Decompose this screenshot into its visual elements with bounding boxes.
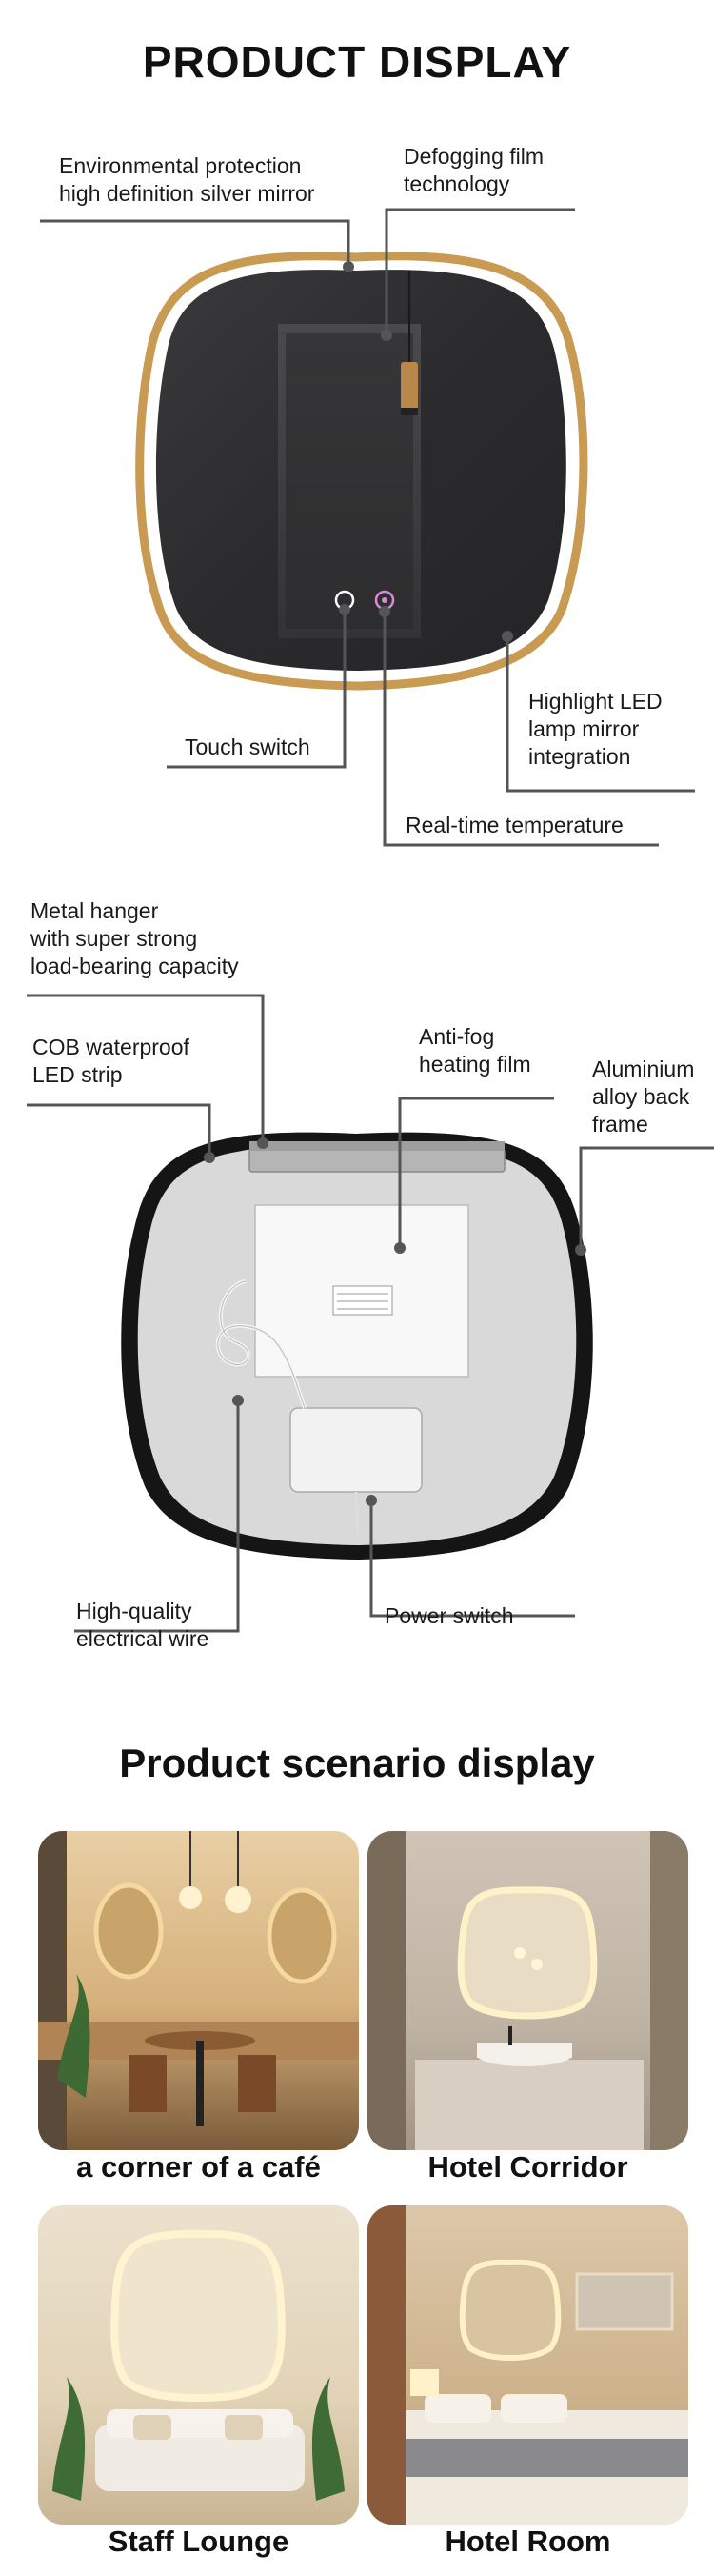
scenario-title: Product scenario display (119, 1741, 595, 1785)
label-defogging-film: Defogging film technology (404, 144, 545, 196)
scenario-hotel-corridor-image (367, 1831, 688, 2150)
scenario-hotel-room-caption: Hotel Room (445, 2525, 611, 2558)
label-anti-fog-film: Anti-fog heating film (419, 1024, 531, 1077)
scenario-staff-lounge-caption: Staff Lounge (108, 2525, 289, 2558)
back-callout-lines (27, 994, 714, 1633)
label-silver-mirror: Environmental protection high definition… (59, 153, 315, 206)
label-cob-led-strip: COB waterproof LED strip (32, 1035, 189, 1087)
label-metal-hanger: Metal hanger with super strong load-bear… (30, 898, 239, 978)
label-electrical-wire: High-quality electrical wire (76, 1599, 209, 1651)
label-realtime-temperature: Real-time temperature (406, 813, 624, 837)
scenario-cafe-caption: a corner of a café (76, 2150, 321, 2184)
scenario-cafe-image (38, 1831, 359, 2150)
scenario-hotel-corridor-caption: Hotel Corridor (427, 2150, 628, 2184)
scenario-staff-lounge-image (38, 2205, 359, 2525)
front-callout-lines (40, 208, 695, 847)
label-touch-switch: Touch switch (185, 735, 310, 759)
front-mirror-illustration (135, 252, 588, 691)
pendant-lamp (401, 362, 418, 415)
front-mirror-gold-frame (135, 252, 588, 691)
scenario-hotel-room-image (367, 2205, 688, 2525)
product-display-title: PRODUCT DISPLAY (142, 37, 572, 87)
label-highlight-led: Highlight LED lamp mirror integration (528, 689, 663, 769)
label-aluminium-frame: Aluminium alloy back frame (592, 1057, 695, 1137)
label-power-switch: Power switch (385, 1603, 514, 1628)
